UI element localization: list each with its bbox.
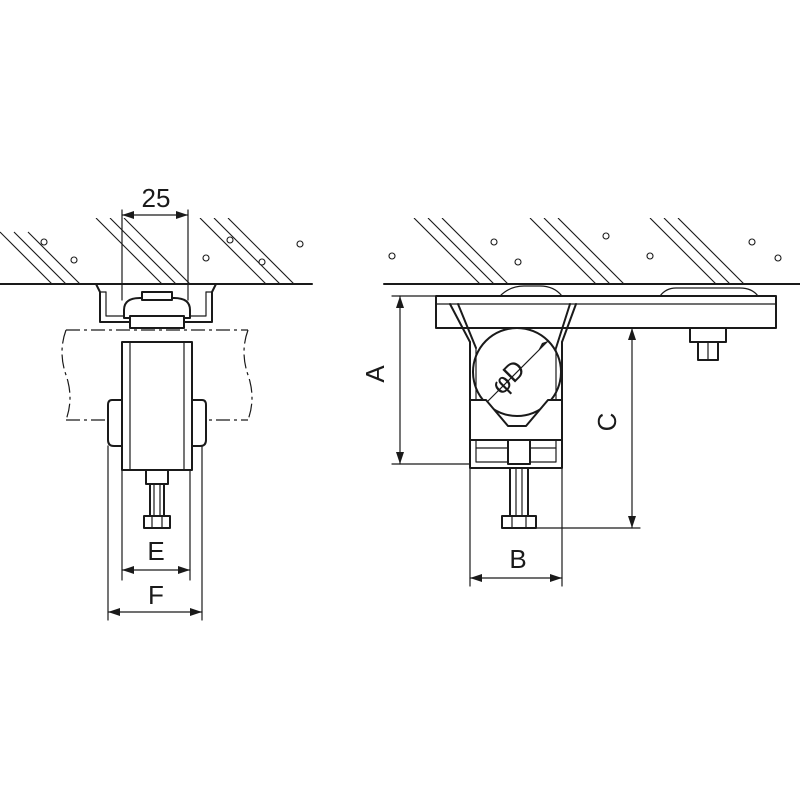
rail-bolt [689, 327, 727, 361]
clamp-body-side [121, 341, 193, 471]
bolt-right [501, 439, 537, 529]
dimension-f: F [107, 445, 203, 621]
label-a: A [360, 365, 390, 383]
dimension-c: C [535, 327, 641, 529]
label-b: B [509, 544, 526, 574]
rail-channel-side [435, 285, 777, 329]
ceiling-slab-left [0, 218, 313, 285]
dimension-25: 25 [121, 183, 189, 301]
front-view: φD A [360, 218, 800, 587]
dimension-a: A [360, 295, 471, 465]
bolt-left [143, 469, 171, 529]
dimension-e: E [121, 469, 191, 581]
clamp-wing-right [191, 399, 207, 447]
ceiling-slab-right [383, 218, 800, 285]
pipe-section: φD [472, 327, 562, 417]
pipe-outline-left [61, 329, 253, 421]
rail-nut-head [123, 297, 191, 319]
clamp-wing-left [107, 399, 123, 447]
dimension-b: B [469, 467, 563, 587]
label-f: F [148, 580, 164, 610]
label-c: C [592, 413, 622, 432]
side-view: 25 E F [0, 183, 313, 621]
label-25: 25 [142, 183, 171, 213]
label-e: E [147, 536, 164, 566]
